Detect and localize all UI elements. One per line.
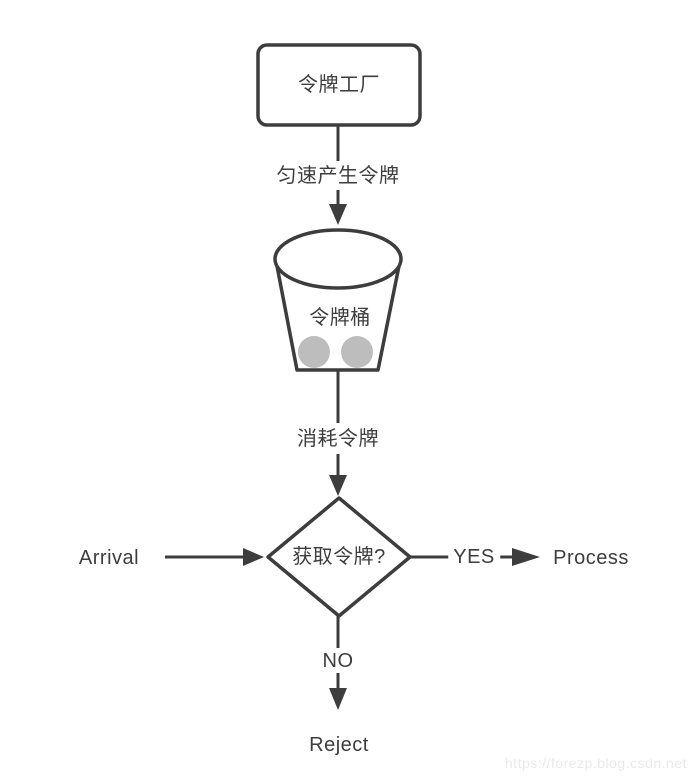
edge-consume-label: 消耗令牌 [292, 427, 384, 451]
edge-produce-label: 匀速产生令牌 [271, 164, 405, 188]
token-circle [341, 336, 373, 368]
factory-node-label: 令牌工厂 [298, 74, 380, 96]
edge-arrival-arrowhead-icon [243, 548, 264, 566]
edge-consume-arrowhead-icon [329, 475, 347, 496]
edge-yes-arrowhead-icon [512, 548, 540, 566]
terminal-reject-label: Reject [309, 734, 369, 756]
watermark-url: https://forezp.blog.csdn.net [504, 755, 687, 771]
edge-produce-arrowhead-icon [329, 204, 347, 225]
edge-no-arrowhead-icon [329, 688, 347, 710]
terminal-arrival-label: Arrival [78, 547, 140, 569]
bucket-node-label: 令牌桶 [309, 307, 371, 329]
bucket-rim-shape [273, 228, 403, 290]
decision-node-label: 获取令牌? [292, 546, 386, 568]
edge-yes-label: YES [448, 545, 500, 569]
edge-no-label: NO [317, 649, 359, 673]
terminal-process-label: Process [553, 547, 629, 569]
token-circle [298, 336, 330, 368]
